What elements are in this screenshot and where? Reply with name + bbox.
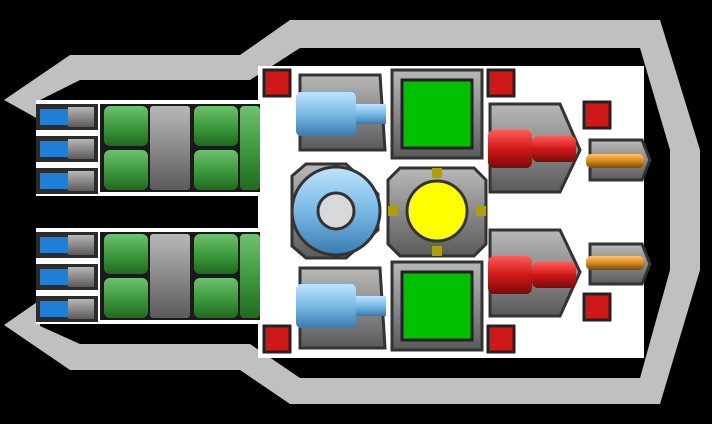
- fuel-tanks-bottom: [100, 232, 260, 320]
- weapon-red-top: [488, 102, 582, 194]
- red-hatch-icon: [486, 324, 516, 354]
- green-screen-icon: [400, 78, 474, 150]
- weapon-blue-top: [296, 73, 387, 152]
- weapon-blue-bottom: [296, 266, 387, 350]
- red-hatch-icon: [486, 68, 516, 98]
- green-tank-icon: [104, 106, 148, 146]
- thruster-icon: [36, 264, 98, 290]
- green-tank-icon: [194, 150, 238, 190]
- turret-orange-bottom: [586, 242, 652, 286]
- green-tank-icon: [194, 278, 238, 318]
- engine-cluster-top: [36, 104, 98, 194]
- green-tank-icon: [104, 234, 148, 274]
- fuel-tanks-top: [100, 104, 260, 192]
- blue-cannon-icon: [296, 284, 356, 328]
- turret-orange-top: [586, 138, 652, 182]
- reactor-core: [386, 166, 488, 258]
- thruster-icon: [36, 136, 98, 162]
- red-cannon-icon: [488, 130, 532, 168]
- green-tank-icon: [104, 150, 148, 190]
- hatches: [262, 68, 612, 354]
- screen-bottom: [390, 260, 484, 352]
- red-hatch-icon: [262, 68, 292, 98]
- red-hatch-icon: [582, 292, 612, 322]
- red-hatch-icon: [582, 100, 612, 130]
- red-cannon-icon: [488, 256, 532, 294]
- thruster-icon: [36, 168, 98, 194]
- green-tank-icon: [104, 278, 148, 318]
- orange-turret-icon: [586, 256, 644, 270]
- thruster-icon: [36, 232, 98, 258]
- yellow-core-icon: [405, 179, 469, 243]
- shield-module: [290, 162, 382, 260]
- thruster-icon: [36, 104, 98, 130]
- green-tank-icon: [194, 234, 238, 274]
- screen-top: [390, 68, 484, 160]
- green-tank-icon: [194, 106, 238, 146]
- thruster-icon: [36, 296, 98, 322]
- red-hatch-icon: [262, 324, 292, 354]
- blue-cannon-icon: [296, 92, 356, 136]
- engine-cluster-bottom: [36, 232, 98, 322]
- green-screen-icon: [400, 270, 474, 342]
- orange-turret-icon: [586, 154, 644, 168]
- weapon-red-bottom: [488, 228, 582, 318]
